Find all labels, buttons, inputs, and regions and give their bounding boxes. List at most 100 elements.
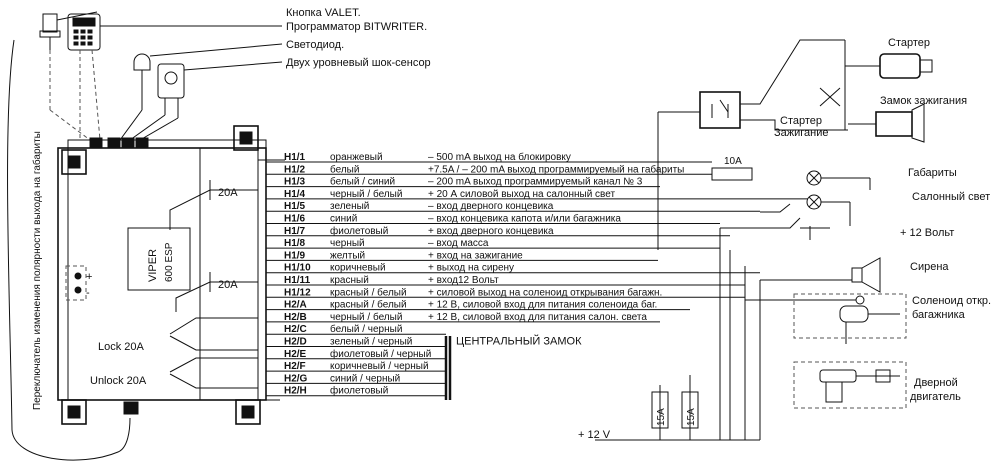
pin-wire-color: красный / белый (330, 299, 407, 311)
pin-description: ЦЕНТРАЛЬНЫЙ ЗАМОК (456, 335, 582, 348)
pin-code: H1/10 (284, 263, 311, 274)
siren-label: Сирена (910, 261, 949, 273)
pin-description: – 500 mA выход на блокировку (428, 151, 571, 163)
fuse-15a-left-label: 15A (656, 408, 667, 426)
trunk-solenoid-label-2: багажника (912, 309, 966, 321)
pin-code: H2/E (284, 349, 307, 360)
harness-wires (49, 49, 179, 141)
polarity-switch-wire (7, 39, 131, 461)
pin-row: H1/4 черный / белый + 20 А силовой выход н… (266, 188, 808, 200)
jumper-icon (819, 87, 841, 107)
pin-code: H2/D (284, 337, 307, 348)
siren-icon (760, 257, 881, 293)
lock-rating: Lock 20A (98, 341, 145, 353)
programmer-icon (67, 13, 282, 51)
pin-description: – 200 mA выход программируемый канал № 3 (428, 177, 643, 188)
shock-sensor-label: Двух уровневый шок-сенсор (286, 57, 431, 69)
pin-wire-color: коричневый / черный (330, 361, 429, 372)
unlock-relay-icon (169, 357, 258, 389)
pin-wire-color: черный / белый (330, 311, 402, 323)
trunk-solenoid-label-1: Соленоид откр. (912, 295, 991, 307)
pin-row: H1/3 белый / синий – 200 mA выход программ… (266, 176, 660, 188)
pin-code: H1/5 (284, 201, 306, 212)
pin-row: H1/10 коричневый + выход на сирену (266, 263, 760, 274)
pin-wire-color: черный (330, 238, 365, 249)
interior-lamp-icon (806, 194, 851, 226)
pin-code: H1/7 (284, 226, 306, 237)
pin-row: H1/5 зеленый – вход дверного концевика (266, 201, 760, 212)
pin-wire-color: белый / синий (330, 176, 395, 188)
pin-code: H1/3 (284, 177, 306, 188)
pin-description: +7.5A / – 200 mA выход программируемый н… (428, 163, 684, 175)
starter-icon (844, 40, 933, 130)
pin-code: H1/9 (284, 250, 306, 261)
programmer-label: Программатор BITWRITER. (286, 21, 427, 33)
pin-code: H2/F (284, 361, 306, 372)
module-model: 600 ESP (164, 242, 175, 282)
interior-light-label: Салонный свет (912, 191, 990, 203)
fuse-15a-left (651, 391, 669, 429)
pin-description: + выход на сирену (428, 263, 514, 274)
pin-wire-color: черный / белый (330, 188, 402, 200)
relay-top-rating: 20A (218, 187, 238, 199)
pin-description: + вход на зажигание (428, 250, 523, 261)
fuse-10a (711, 167, 753, 181)
module-brand: VIPER (147, 249, 159, 282)
pin-description: + 20 А силовой выход на салонный свет (428, 189, 615, 200)
pin-description: + силовой выход на соленоид открывания б… (428, 286, 662, 298)
pin-code: H1/4 (284, 189, 306, 200)
fuse-15a-right (681, 391, 699, 429)
pin-wire-color: синий / черный (330, 373, 400, 384)
starter-label: Стартер (888, 37, 930, 49)
pin-code: H1/2 (284, 164, 306, 175)
pin-wire-color: красный / белый (330, 286, 407, 298)
polarity-plus: + (86, 271, 92, 283)
pin-wire-color: красный (330, 275, 369, 286)
plus12-volt-label: + 12 Вольт (900, 227, 954, 239)
parking-lights-label: Габариты (908, 167, 957, 179)
pin-row: H2/A красный / белый + 12 В, силовой вход … (266, 299, 690, 311)
door-motor-label-1: Дверной (914, 377, 958, 389)
pin-description: – вход дверного концевика (428, 201, 554, 212)
polarity-minus: - (86, 287, 90, 299)
polarity-switch-icon (65, 265, 87, 301)
led-label: Светодиод. (286, 39, 344, 51)
door-switch-icon (720, 203, 830, 240)
pin-wire-color: зеленый (330, 201, 369, 212)
relay-bottom-rating: 20A (218, 279, 238, 291)
starter-wire-label: Стартер (780, 115, 822, 127)
pin-code: H1/6 (284, 214, 306, 225)
pin-row: H2/F коричневый / черный (266, 361, 446, 372)
pin-code: H2/B (284, 312, 307, 323)
pin-code: H2/A (284, 300, 307, 311)
pin-description: – вход масса (428, 238, 489, 249)
valet-button-icon (39, 11, 98, 50)
unlock-rating: Unlock 20A (90, 375, 147, 387)
door-motor-label-2: двигатель (910, 391, 961, 403)
pin-description: + вход дверного концевика (428, 226, 554, 237)
pin-code: H1/12 (284, 287, 311, 298)
bus-lines (444, 112, 761, 441)
pin-description: + 12 В, силовой вход для питания соленои… (428, 299, 657, 311)
pin-wire-color: коричневый (330, 263, 386, 274)
fuse-10a-label: 10A (724, 156, 742, 167)
valet-label: Кнопка VALET. (286, 7, 361, 19)
pin-code: H2/H (284, 386, 307, 397)
pin-description: + вход12 Вольт (428, 275, 499, 286)
pin-wire-color: белый / черный (330, 323, 402, 335)
pin-wire-color: зеленый / черный (330, 337, 412, 348)
led-icon (133, 43, 283, 82)
ignition-lock-label: Замок зажигания (880, 95, 967, 107)
polarity-switch-label: Переключатель изменения полярности выход… (31, 131, 43, 410)
